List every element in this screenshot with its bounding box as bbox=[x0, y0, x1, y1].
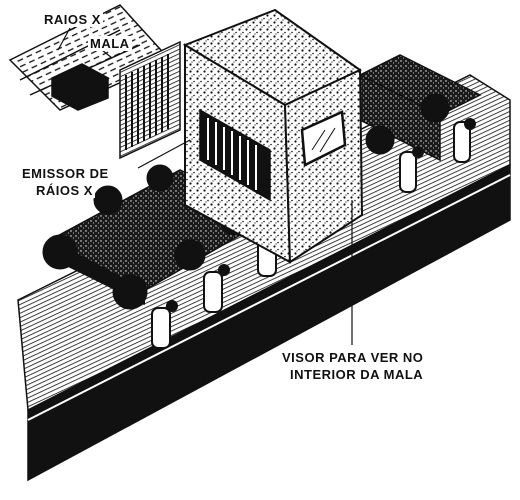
label-mala: MALA bbox=[88, 36, 132, 51]
label-visor-line2: INTERIOR DA MALA bbox=[288, 367, 426, 382]
viewing-window bbox=[300, 110, 347, 167]
xray-scanner-housing bbox=[182, 8, 364, 264]
inset-suitcase bbox=[51, 63, 109, 111]
scanner-tunnel-opening bbox=[199, 108, 271, 202]
label-emissor-line1: EMISSOR DE bbox=[20, 166, 111, 181]
inset-panel bbox=[8, 4, 181, 160]
label-emissor-line2: RÁIOS X bbox=[34, 183, 95, 198]
label-raios-x: RAIOS X bbox=[42, 12, 103, 27]
label-visor-line1: VISOR PARA VER NO bbox=[280, 350, 426, 365]
